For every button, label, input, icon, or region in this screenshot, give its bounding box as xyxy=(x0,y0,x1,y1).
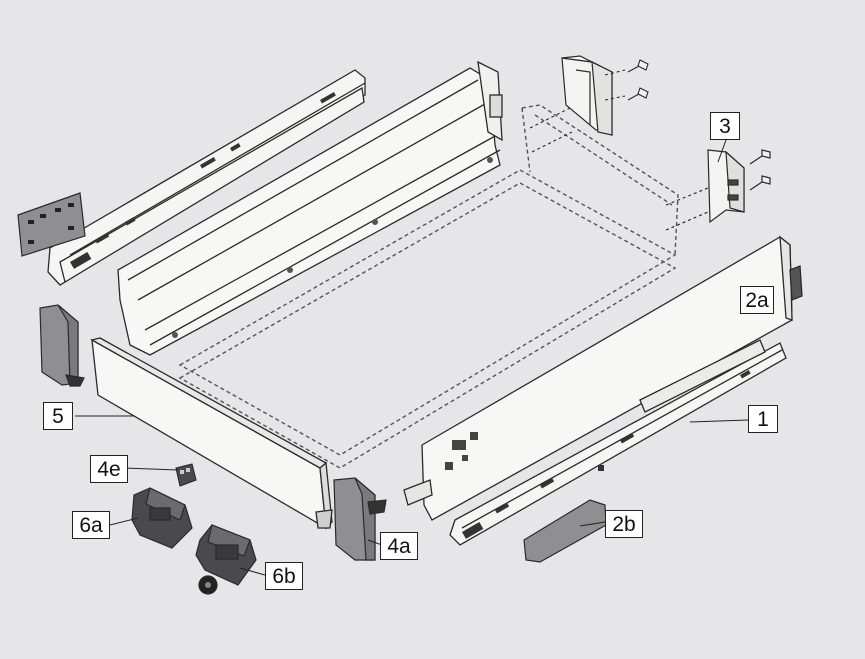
right-runner xyxy=(449,339,787,546)
label-2a: 2a xyxy=(740,286,774,314)
mounting-clip-a xyxy=(131,487,193,549)
front-end-piece-left xyxy=(39,304,85,387)
label-3: 3 xyxy=(710,112,740,140)
rear-screws xyxy=(529,59,649,153)
front-end-piece-right xyxy=(333,477,387,561)
label-5: 5 xyxy=(43,402,73,430)
rear-bracket-3 xyxy=(665,149,771,231)
label-2b: 2b xyxy=(605,510,643,538)
label-4a: 4a xyxy=(380,532,418,560)
label-6b: 6b xyxy=(265,562,303,590)
left-runner xyxy=(47,69,366,286)
label-1: 1 xyxy=(748,405,778,433)
cover-strip xyxy=(523,499,607,563)
label-4e: 4e xyxy=(90,455,128,483)
leader-lines xyxy=(75,139,749,576)
label-6a: 6a xyxy=(72,511,110,539)
clip-part xyxy=(175,463,197,487)
rear-bracket xyxy=(561,55,613,136)
left-side-panel xyxy=(117,60,503,356)
mounting-clip-b xyxy=(195,524,257,595)
left-cover-cap xyxy=(17,192,86,257)
right-side-panel xyxy=(403,235,803,521)
front-panel xyxy=(90,337,333,530)
assembly-dashed-outline xyxy=(178,104,679,469)
